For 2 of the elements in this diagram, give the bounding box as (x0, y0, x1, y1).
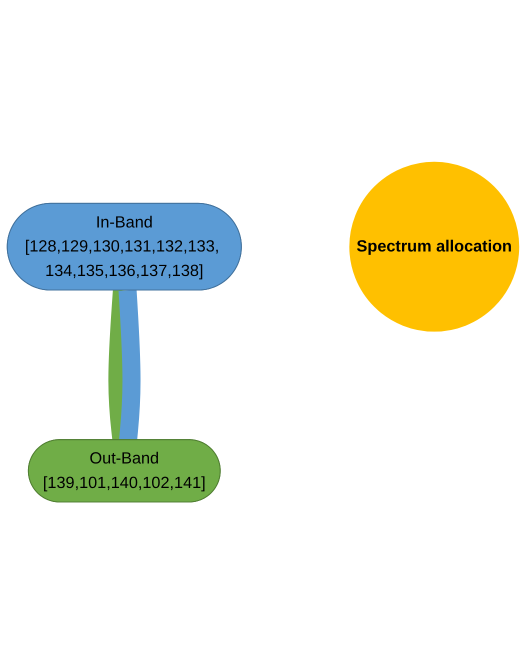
connector (118, 290, 141, 441)
node-circle: Spectrum allocation (349, 162, 520, 332)
